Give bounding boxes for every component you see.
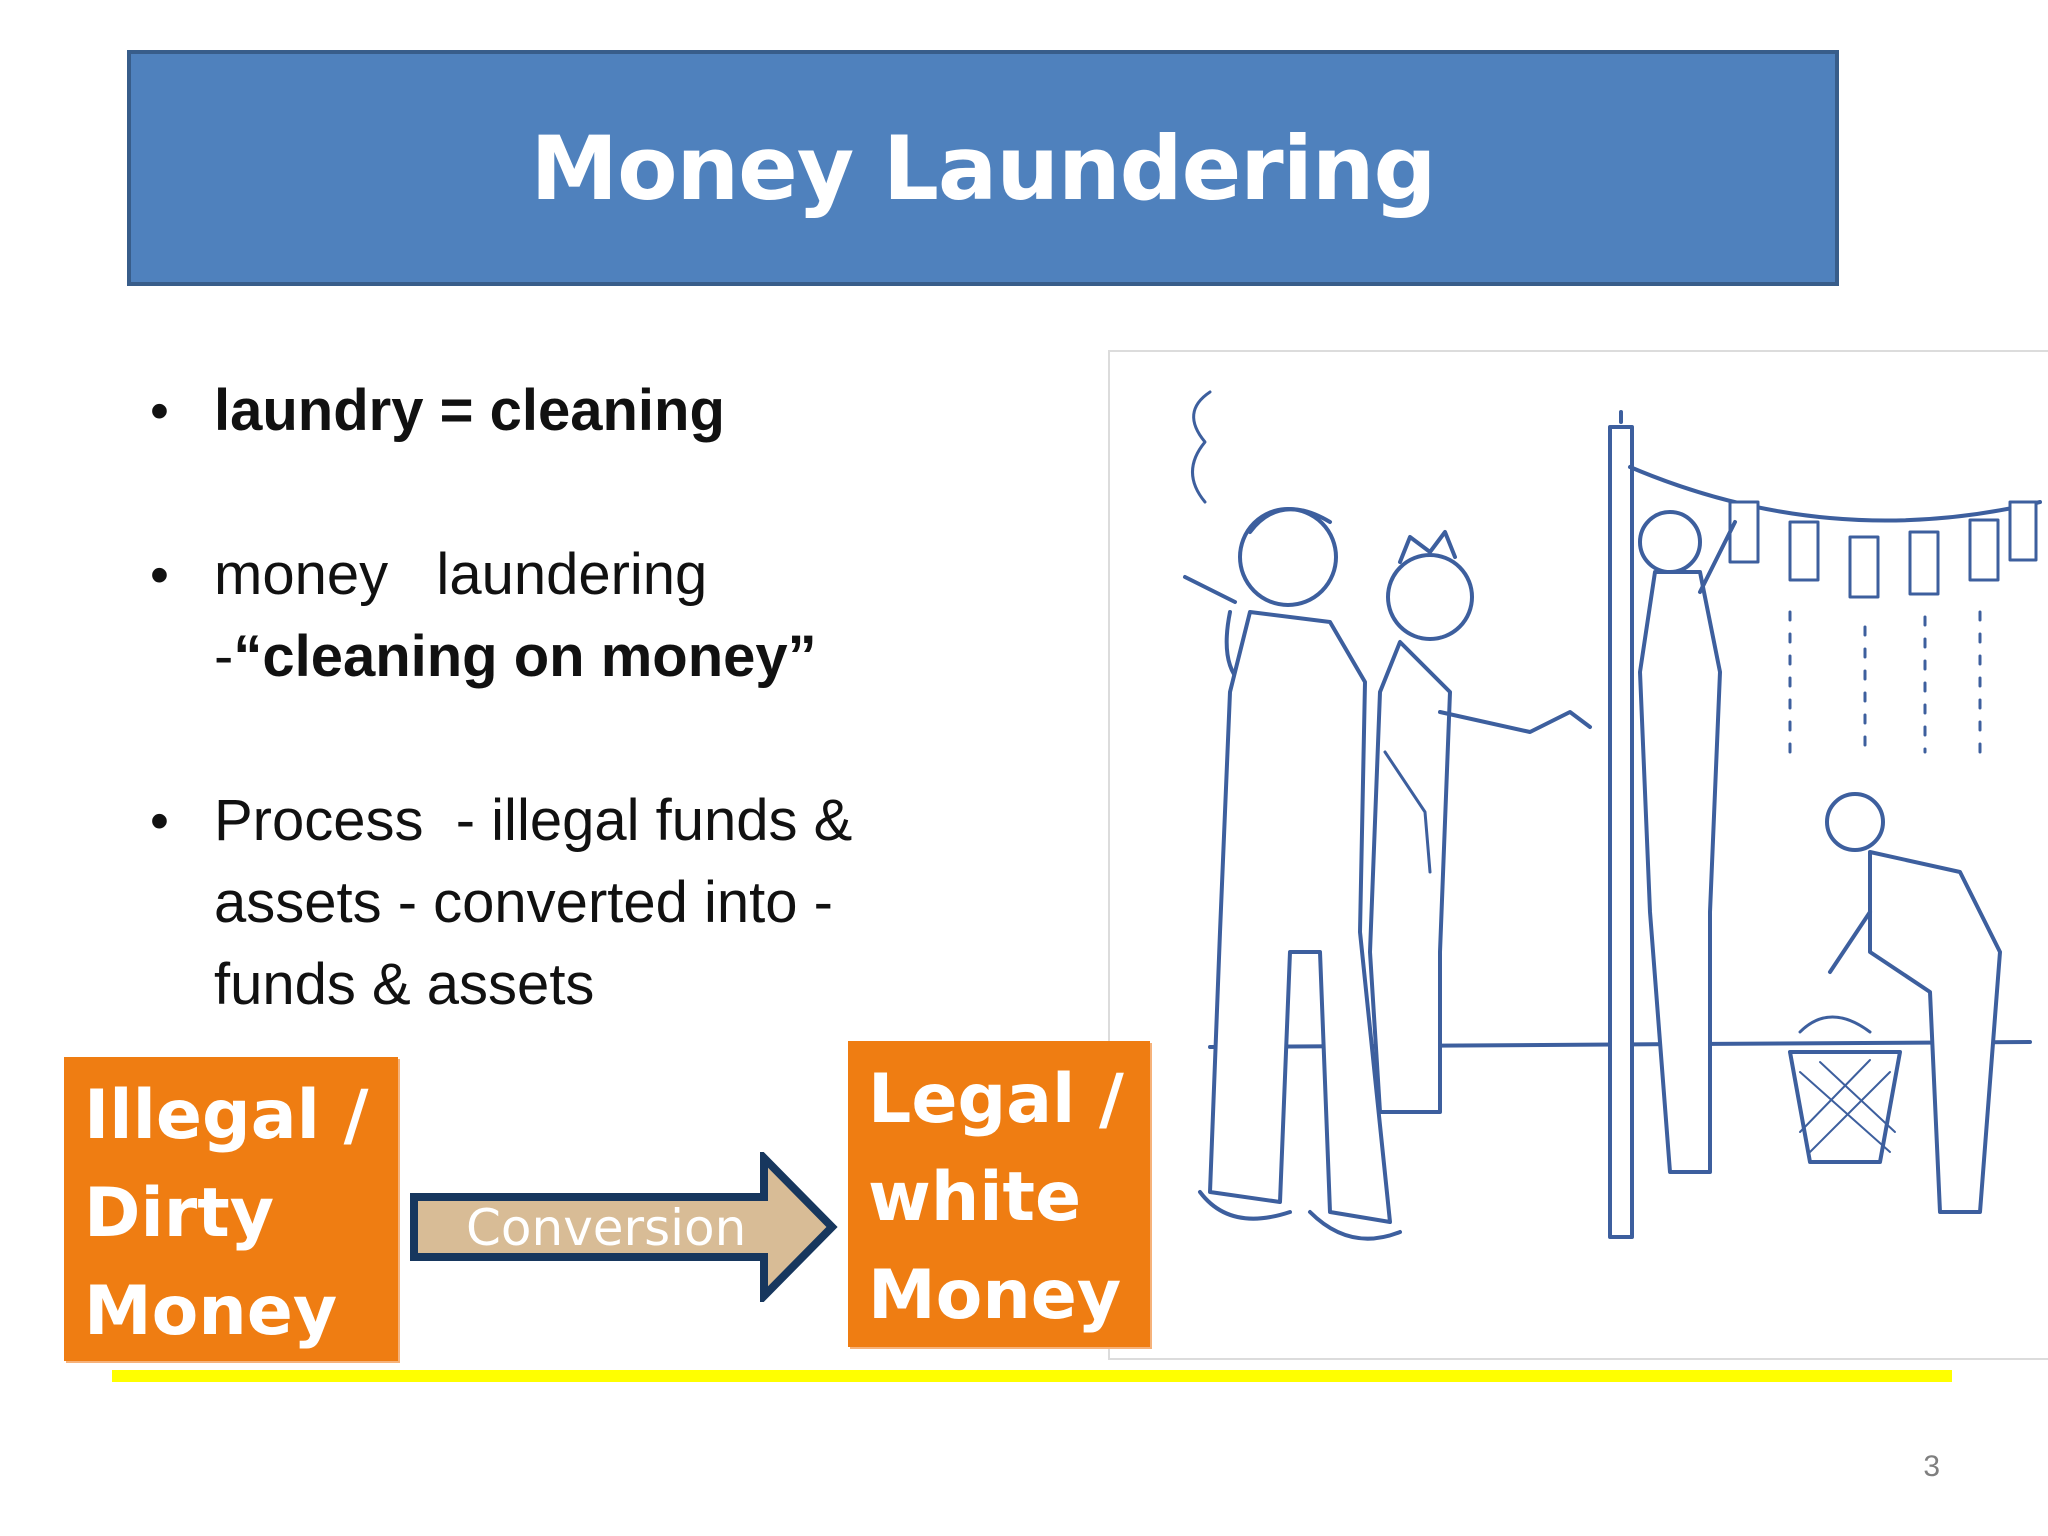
right-arrow-icon	[410, 1148, 838, 1306]
bullet-item-1: • laundry = cleaning	[150, 370, 950, 452]
box-line: Dirty	[84, 1174, 275, 1253]
box-line: Money	[868, 1256, 1122, 1335]
bullet-text: laundry = cleaning	[214, 378, 725, 443]
arrow-label: Conversion	[466, 1199, 747, 1257]
bullet-dot: •	[150, 545, 169, 605]
bullet-text-line2: assets - converted into -	[214, 870, 833, 935]
illegal-dirty-money-box: Illegal / Dirty Money	[64, 1057, 398, 1361]
page-number: 3	[1923, 1450, 1940, 1483]
bullet-text-line1: Process - illegal funds &	[214, 788, 853, 853]
bullet-text-line3: funds & assets	[214, 952, 595, 1017]
bullet-dot: •	[150, 381, 169, 441]
bullet-list: • laundry = cleaning • money laundering …	[150, 370, 950, 1108]
bullet-item-2: • money laundering -“cleaning on money”	[150, 534, 950, 698]
title-banner: Money Laundering	[127, 50, 1839, 286]
box-line: white	[868, 1158, 1082, 1237]
conversion-arrow: Conversion	[408, 1148, 844, 1306]
bullet-text-bold: “cleaning on money”	[233, 624, 817, 689]
bullet-item-3: • Process - illegal funds & assets - con…	[150, 780, 950, 1026]
box-line: Money	[84, 1272, 338, 1351]
slide-title: Money Laundering	[530, 116, 1437, 220]
yellow-underline	[112, 1370, 1952, 1382]
legal-white-money-box: Legal / white Money	[848, 1041, 1150, 1347]
bullet-dot: •	[150, 791, 169, 851]
box-line: Legal /	[868, 1060, 1124, 1139]
bullet-text-prefix: -	[214, 624, 234, 689]
money-laundering-cartoon	[1108, 350, 2048, 1360]
bullet-text-line1: money laundering	[214, 542, 708, 607]
box-line: Illegal /	[84, 1076, 369, 1155]
